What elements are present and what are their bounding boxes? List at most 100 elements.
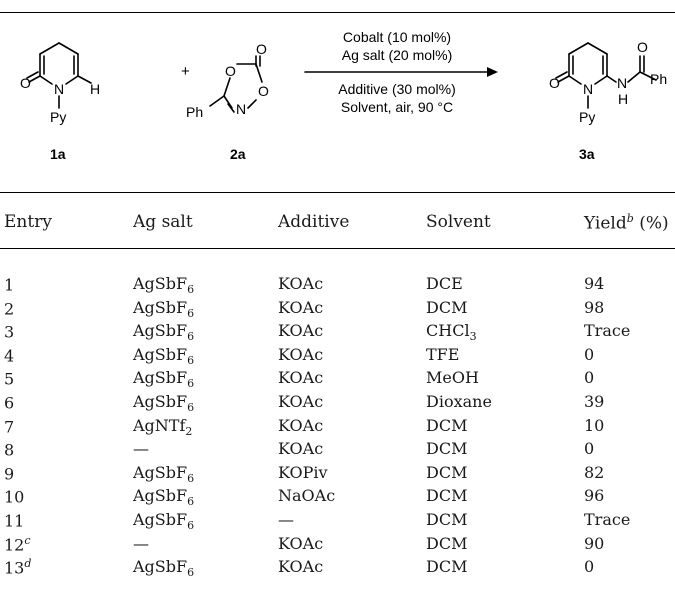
cell-solvent: DCM bbox=[426, 533, 468, 553]
cell-ag-salt: AgSbF6 bbox=[133, 557, 195, 580]
atom-label: N bbox=[583, 81, 593, 97]
cell-ag-salt: AgSbF6 bbox=[133, 509, 195, 533]
compound-label-1a: 1a bbox=[50, 146, 66, 162]
cell-ag-salt: AgSbF6 bbox=[133, 462, 195, 485]
cell-entry: 7 bbox=[4, 416, 15, 436]
reaction-scheme: O N H Py 1a + O O O N Ph 2a Cobalt (10 m… bbox=[20, 29, 667, 162]
cell-ag-salt: AgNTf2 bbox=[133, 415, 193, 438]
cell-entry: 13d bbox=[4, 557, 32, 578]
reactant-1a-structure bbox=[26, 42, 92, 109]
cell-entry: 12c bbox=[4, 533, 31, 554]
cell-additive: NaOAc bbox=[278, 486, 336, 506]
cell-ag-salt: AgSbF6 bbox=[133, 297, 195, 320]
atom-label: H bbox=[90, 81, 100, 97]
cell-additive: KOAc bbox=[278, 391, 324, 411]
compound-label-3a: 3a bbox=[579, 146, 595, 162]
scheme-bottom-rule bbox=[0, 192, 675, 193]
cell-ag-salt: — bbox=[133, 439, 149, 459]
cell-solvent: DCM bbox=[426, 297, 468, 317]
table-row: 6 AgSbF6 KOAc Dioxane 39 bbox=[0, 392, 675, 416]
table-row: 10 AgSbF6 NaOAc DCM 96 bbox=[0, 486, 675, 510]
cell-yield: 94 bbox=[584, 274, 605, 293]
cell-additive: KOAc bbox=[278, 274, 324, 293]
footnote-marker: b bbox=[626, 212, 634, 225]
cell-solvent: Dioxane bbox=[426, 391, 492, 411]
atom-label: O bbox=[549, 75, 560, 91]
cell-ag-salt: AgSbF6 bbox=[133, 321, 195, 344]
header-solvent: Solvent bbox=[426, 212, 491, 232]
cell-additive: KOAc bbox=[278, 557, 324, 577]
condition-solvent: Solvent, air, 90 °C bbox=[341, 99, 453, 115]
atom-label: O bbox=[225, 63, 236, 79]
cell-yield: 39 bbox=[584, 391, 605, 411]
cell-entry: 6 bbox=[4, 393, 15, 413]
atom-label: H bbox=[618, 91, 628, 107]
atom-label: O bbox=[637, 39, 648, 55]
cell-solvent: DCE bbox=[426, 274, 463, 293]
footnote-marker: d bbox=[24, 557, 32, 571]
cell-entry: 10 bbox=[4, 487, 25, 507]
cell-solvent: DCM bbox=[426, 509, 468, 529]
condition-additive: Additive (30 mol%) bbox=[338, 81, 456, 97]
plus-sign: + bbox=[181, 63, 190, 80]
cell-entry: 1 bbox=[4, 275, 15, 295]
footnote-marker: c bbox=[24, 533, 31, 547]
cell-solvent: DCM bbox=[426, 557, 468, 577]
cell-yield: 98 bbox=[584, 297, 605, 317]
reactant-2a-structure bbox=[209, 55, 263, 113]
atom-label: Ph bbox=[650, 71, 667, 87]
atom-label: N bbox=[617, 75, 627, 91]
cell-yield: 10 bbox=[584, 415, 605, 435]
atom-label: O bbox=[258, 83, 269, 99]
cell-ag-salt: AgSbF6 bbox=[133, 274, 195, 297]
cell-solvent: DCM bbox=[426, 415, 468, 435]
cell-ag-salt: — bbox=[133, 533, 149, 553]
table-row: 13d AgSbF6 KOAc DCM 0 bbox=[0, 557, 675, 581]
atom-label: Py bbox=[579, 109, 595, 125]
cell-additive: KOAc bbox=[278, 344, 324, 364]
cell-solvent: MeOH bbox=[426, 368, 479, 388]
atom-label: N bbox=[54, 81, 64, 97]
cell-entry: 2 bbox=[4, 298, 15, 318]
cell-entry: 5 bbox=[4, 369, 15, 389]
atom-label: O bbox=[20, 75, 31, 91]
cell-additive: KOAc bbox=[278, 368, 324, 388]
cell-yield: 0 bbox=[584, 439, 595, 459]
cell-additive: KOAc bbox=[278, 415, 324, 435]
cell-solvent: DCM bbox=[426, 486, 468, 506]
cell-entry: 11 bbox=[4, 511, 25, 531]
cell-ag-salt: AgSbF6 bbox=[133, 391, 195, 415]
cell-yield: 96 bbox=[584, 486, 605, 506]
cell-additive: KOAc bbox=[278, 321, 324, 341]
cell-additive: KOPiv bbox=[278, 462, 328, 482]
atom-label: N bbox=[236, 101, 246, 117]
condition-catalyst: Cobalt (10 mol%) bbox=[343, 29, 451, 45]
cell-yield: 0 bbox=[584, 368, 595, 388]
compound-label-2a: 2a bbox=[230, 146, 246, 162]
cell-solvent: TFE bbox=[426, 344, 460, 364]
cell-ag-salt: AgSbF6 bbox=[133, 486, 195, 509]
cell-yield: 0 bbox=[584, 557, 595, 577]
cell-ag-salt: AgSbF6 bbox=[133, 344, 195, 367]
cell-yield: 82 bbox=[584, 462, 605, 482]
product-3a-structure bbox=[555, 42, 657, 109]
cell-yield: Trace bbox=[584, 321, 631, 341]
cell-yield: Trace bbox=[584, 509, 631, 529]
header-ag-salt: Ag salt bbox=[133, 212, 193, 232]
header-yield-unit: (%) bbox=[633, 213, 669, 234]
cell-entry: 9 bbox=[4, 464, 15, 484]
cell-entry: 8 bbox=[4, 440, 15, 460]
header-yield: Yieldb (%) bbox=[584, 212, 669, 234]
condition-ag-salt: Ag salt (20 mol%) bbox=[342, 47, 452, 63]
table-row: 1 AgSbF6 KOAc DCE 94 bbox=[0, 274, 675, 298]
cell-entry: 4 bbox=[4, 346, 15, 366]
cell-solvent: DCM bbox=[426, 439, 468, 459]
atom-label: Ph bbox=[186, 104, 203, 120]
